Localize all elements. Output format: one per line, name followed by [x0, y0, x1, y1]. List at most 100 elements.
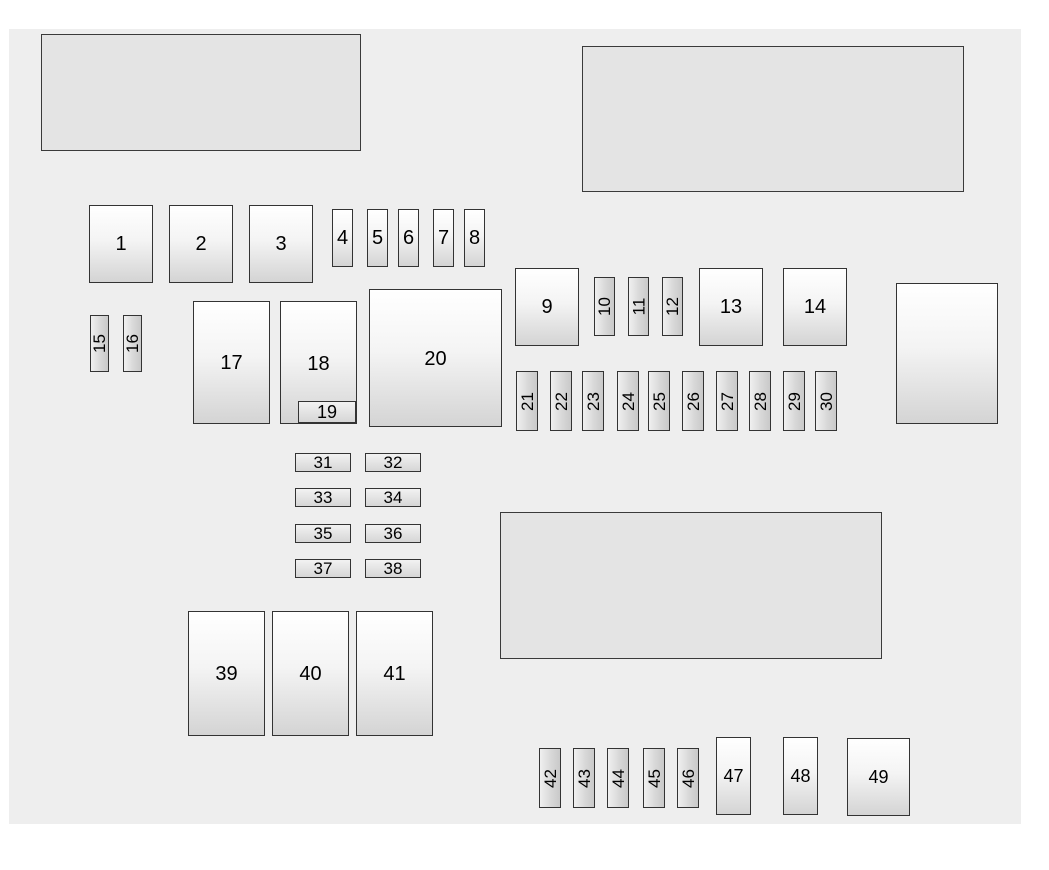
fuse-label: 6	[402, 227, 415, 249]
blank-block-top-left	[41, 34, 361, 151]
fuse-13: 13	[699, 268, 763, 346]
fuse-11: 11	[628, 277, 649, 336]
fuse-32: 32	[365, 453, 421, 472]
fuse-24: 24	[617, 371, 639, 431]
fuse-label: 2	[195, 233, 207, 255]
fuse-label: 20	[424, 348, 447, 370]
fuse-38: 38	[365, 559, 421, 578]
fuse-label: 5	[371, 227, 384, 249]
fuse-label: 27	[717, 391, 737, 411]
relay-20: 20	[369, 289, 502, 427]
fuse-label: 46	[678, 768, 698, 788]
fuse-label: 10	[594, 297, 614, 316]
fuse-label: 49	[868, 767, 889, 787]
fuse-label: 42	[540, 768, 560, 788]
fuse-label: 28	[750, 391, 770, 411]
fuse-9: 9	[515, 268, 579, 346]
fuse-label: 35	[313, 524, 333, 543]
fuse-45: 45	[643, 748, 665, 808]
fuse-label: 16	[123, 334, 143, 353]
fuse-47: 47	[716, 737, 751, 815]
fuse-25: 25	[648, 371, 670, 431]
blank-block-top-right	[582, 46, 964, 192]
fuse-label: 34	[383, 488, 403, 507]
fuse-label: 19	[316, 402, 338, 422]
fuse-44: 44	[607, 748, 629, 808]
fuse-label: 37	[313, 559, 333, 578]
fuse-label: 38	[383, 559, 403, 578]
fuse-label: 31	[313, 453, 333, 472]
fuse-14: 14	[783, 268, 847, 346]
fuse-3: 3	[249, 205, 313, 283]
fuse-label: 3	[275, 233, 287, 255]
fuse-label: 1	[115, 233, 127, 255]
fuse-label: 41	[383, 662, 406, 685]
fuse-12: 12	[662, 277, 683, 336]
fuse-label: 45	[644, 768, 664, 788]
fuse-label: 29	[784, 391, 804, 411]
fuse-49: 49	[847, 738, 910, 816]
fuse-label: 40	[299, 662, 322, 685]
fuse-label: 17	[220, 351, 243, 374]
fuse-5: 5	[367, 209, 388, 267]
fuse-label: 48	[790, 766, 811, 786]
fuse-28: 28	[749, 371, 771, 431]
fuse-label: 14	[803, 296, 827, 318]
relay-39: 39	[188, 611, 265, 736]
relay-40: 40	[272, 611, 349, 736]
fuse-46: 46	[677, 748, 699, 808]
fuse-label: 18	[307, 353, 330, 375]
fuse-label: 13	[719, 296, 743, 318]
fuse-37: 37	[295, 559, 351, 578]
fuse-19: 19	[298, 401, 356, 423]
fuse-label: 22	[551, 391, 571, 411]
fuse-22: 22	[550, 371, 572, 431]
fuse-4: 4	[332, 209, 353, 267]
fuse-label: 26	[683, 391, 703, 411]
fuse-6: 6	[398, 209, 419, 267]
relay-17: 17	[193, 301, 270, 424]
fuse-label: 32	[383, 453, 403, 472]
fuse-label: 47	[723, 766, 744, 786]
fuse-48: 48	[783, 737, 818, 815]
fuse-1: 1	[89, 205, 153, 283]
fuse-15: 15	[90, 315, 109, 372]
fuse-21: 21	[516, 371, 538, 431]
unlabeled-relay-right	[896, 283, 998, 424]
fuse-label: 24	[618, 391, 638, 411]
fuse-30: 30	[815, 371, 837, 431]
fuse-42: 42	[539, 748, 561, 808]
fuse-8: 8	[464, 209, 485, 267]
fuse-label: 30	[816, 391, 836, 411]
fuse-label: 23	[583, 391, 603, 411]
fuse-7: 7	[433, 209, 454, 267]
fuse-label: 25	[649, 391, 669, 411]
fuse-label: 12	[662, 297, 682, 316]
fuse-label: 21	[517, 391, 537, 411]
fuse-label: 43	[574, 768, 594, 788]
fuse-27: 27	[716, 371, 738, 431]
fuse-label: 33	[313, 488, 333, 507]
fuse-34: 34	[365, 488, 421, 507]
fuse-10: 10	[594, 277, 615, 336]
fuse-35: 35	[295, 524, 351, 543]
fuse-label: 36	[383, 524, 403, 543]
fuse-29: 29	[783, 371, 805, 431]
fuse-label: 8	[468, 227, 481, 249]
fuse-label: 11	[629, 297, 648, 316]
fuse-label: 9	[541, 296, 553, 318]
fuse-label: 44	[608, 768, 628, 788]
fuse-36: 36	[365, 524, 421, 543]
fuse-label: 4	[336, 227, 349, 249]
fuse-26: 26	[682, 371, 704, 431]
fuse-label: 15	[90, 334, 110, 353]
blank-block-center-right	[500, 512, 882, 659]
fuse-31: 31	[295, 453, 351, 472]
fuse-label: 39	[215, 662, 238, 685]
fuse-label: 7	[437, 227, 450, 249]
fuse-43: 43	[573, 748, 595, 808]
fuse-2: 2	[169, 205, 233, 283]
fuse-16: 16	[123, 315, 142, 372]
fuse-23: 23	[582, 371, 604, 431]
